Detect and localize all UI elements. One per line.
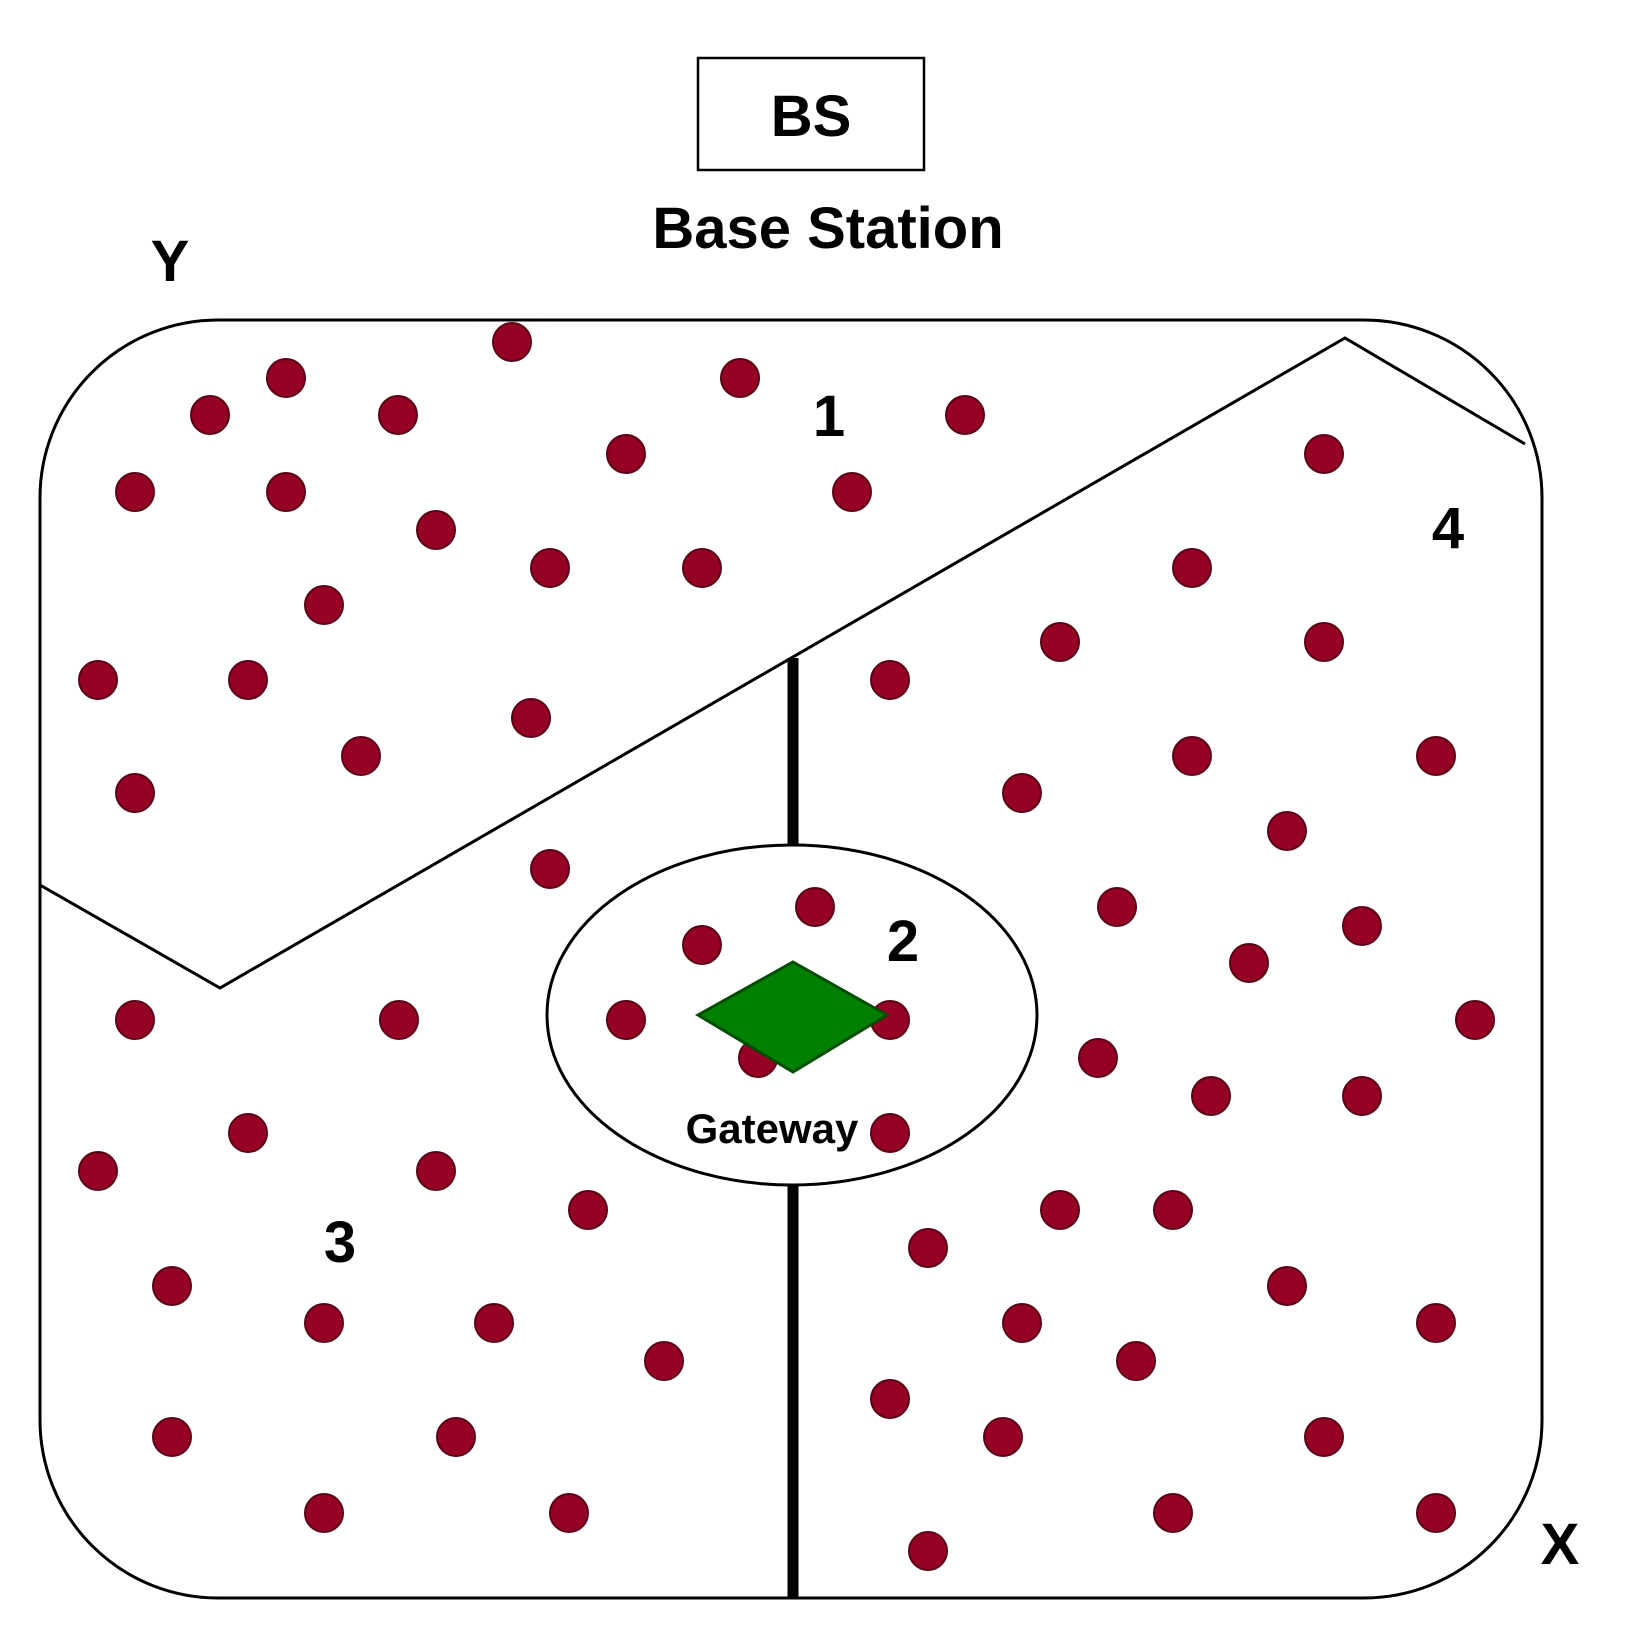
sensor-node [379, 1000, 419, 1040]
sensor-node [436, 1417, 476, 1457]
base-station-box [696, 56, 926, 172]
sensor-node [304, 1303, 344, 1343]
sensor-node [983, 1417, 1023, 1457]
sensor-node [511, 698, 551, 738]
sensor-node [1153, 1493, 1193, 1533]
zone-1-label: 1 [813, 384, 845, 449]
sensor-node [870, 660, 910, 700]
sensor-node [606, 434, 646, 474]
zone-divider-zigzag [39, 336, 1526, 990]
gateway-diamond [695, 960, 890, 1074]
sensor-node [720, 358, 760, 398]
sensor-node [416, 1151, 456, 1191]
sensor-node [1040, 1190, 1080, 1230]
sensor-node [832, 472, 872, 512]
base-station-box-label: BS [771, 84, 852, 149]
sensor-node [1153, 1190, 1193, 1230]
sensor-node [341, 736, 381, 776]
sensor-node [682, 548, 722, 588]
zone-2-label: 2 [887, 909, 919, 974]
sensor-node [1097, 887, 1137, 927]
x-axis-label: X [1541, 1512, 1580, 1577]
sensor-node [190, 395, 230, 435]
sensor-node [1078, 1038, 1118, 1078]
sensor-node [1002, 1303, 1042, 1343]
sensor-node [304, 585, 344, 625]
sensor-node [908, 1228, 948, 1268]
sensor-node [152, 1266, 192, 1306]
sensor-node [304, 1493, 344, 1533]
sensor-node [530, 849, 570, 889]
sensor-node [1002, 773, 1042, 813]
sensor-node [908, 1531, 948, 1571]
sensor-node [1455, 1000, 1495, 1040]
base-station-caption: Base Station [652, 196, 1003, 261]
sensor-node [1267, 811, 1307, 851]
sensor-node [1191, 1076, 1231, 1116]
sensor-node [378, 395, 418, 435]
sensor-node [606, 1000, 646, 1040]
zone-3-label: 3 [324, 1210, 356, 1275]
sensor-node [266, 358, 306, 398]
sensor-node [568, 1190, 608, 1230]
sensor-node [1116, 1341, 1156, 1381]
sensor-node [228, 660, 268, 700]
sensor-node [492, 322, 532, 362]
sensor-node [1304, 434, 1344, 474]
sensor-node [115, 472, 155, 512]
sensor-node [530, 548, 570, 588]
sensor-node [870, 1113, 910, 1153]
sensor-node [1229, 943, 1269, 983]
y-axis-label: Y [151, 229, 190, 294]
zone-4-label: 4 [1432, 496, 1464, 561]
sensor-node [78, 1151, 118, 1191]
sensor-node [795, 887, 835, 927]
sensor-node [682, 925, 722, 965]
sensor-node [115, 773, 155, 813]
sensor-node [228, 1113, 268, 1153]
sensor-node [416, 510, 456, 550]
sensor-node [78, 660, 118, 700]
sensor-node [1267, 1266, 1307, 1306]
sensor-node [644, 1341, 684, 1381]
sensor-node [1040, 622, 1080, 662]
sensor-node [152, 1417, 192, 1457]
sensor-node [1304, 622, 1344, 662]
sensor-node [1172, 736, 1212, 776]
gateway-label: Gateway [686, 1105, 859, 1152]
sensor-node [474, 1303, 514, 1343]
sensor-node [1342, 1076, 1382, 1116]
sensor-node [266, 472, 306, 512]
sensor-node [1342, 906, 1382, 946]
sensor-node [1416, 1493, 1456, 1533]
sensor-node [1304, 1417, 1344, 1457]
sensor-node [1172, 548, 1212, 588]
sensor-node [870, 1379, 910, 1419]
sensor-node [945, 395, 985, 435]
sensor-node [1416, 1303, 1456, 1343]
sensor-node [549, 1493, 589, 1533]
sensor-node [115, 1000, 155, 1040]
sensor-node [1416, 736, 1456, 776]
